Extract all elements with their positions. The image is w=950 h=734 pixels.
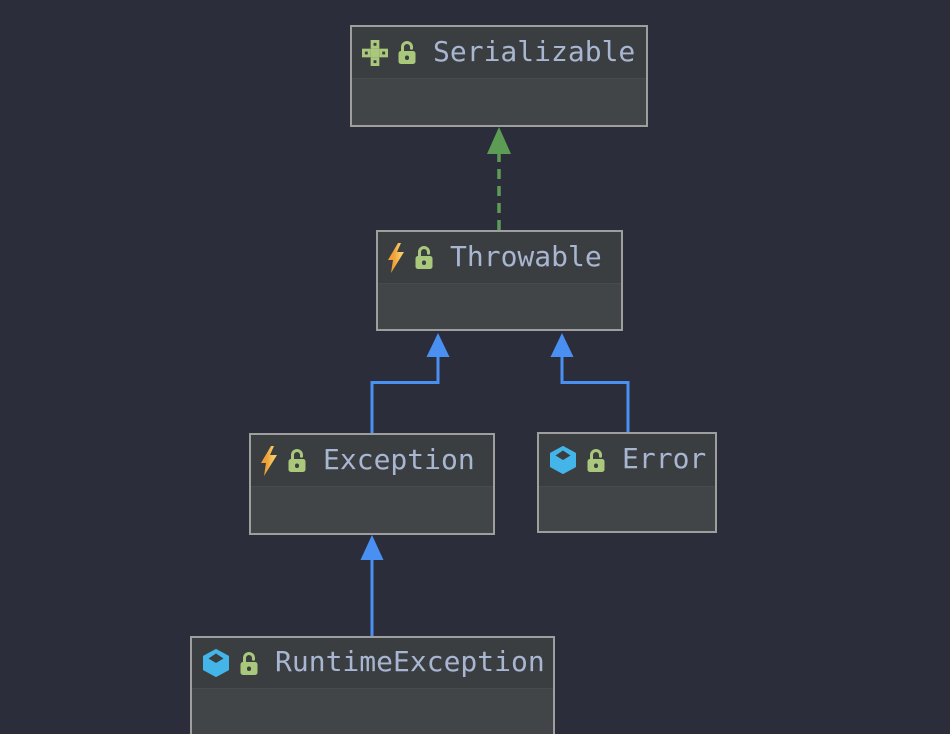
exception-class-icon bbox=[388, 242, 405, 273]
class-node-throwable[interactable]: Throwable bbox=[376, 230, 623, 331]
node-body bbox=[539, 487, 715, 531]
class-icon bbox=[549, 446, 577, 474]
lock-icon bbox=[287, 447, 307, 474]
lock-icon bbox=[414, 244, 434, 271]
edge-throwable-implements-serializable[interactable] bbox=[487, 127, 511, 230]
lock-icon bbox=[586, 447, 606, 474]
edge-runtimeexception-extends-exception[interactable] bbox=[360, 535, 384, 636]
node-body bbox=[192, 689, 553, 734]
lock-icon bbox=[397, 39, 417, 66]
node-header: Serializable bbox=[352, 27, 646, 79]
node-label: Serializable bbox=[433, 34, 636, 68]
node-body bbox=[251, 487, 493, 533]
arrowhead-extends bbox=[360, 535, 384, 560]
class-icon bbox=[202, 649, 230, 677]
node-body bbox=[378, 284, 621, 329]
arrowhead-implements bbox=[487, 127, 511, 154]
interface-icon bbox=[362, 39, 388, 66]
edge-error-extends-throwable[interactable] bbox=[550, 333, 630, 432]
class-node-exception[interactable]: Exception bbox=[249, 433, 495, 535]
arrowhead-extends bbox=[426, 333, 450, 357]
node-label: Error bbox=[622, 442, 707, 475]
class-node-runtimeexception[interactable]: RuntimeException bbox=[190, 636, 555, 734]
node-header: Throwable bbox=[378, 232, 621, 284]
node-header: Exception bbox=[251, 435, 493, 487]
node-label: Exception bbox=[323, 442, 475, 476]
node-label: Throwable bbox=[450, 239, 602, 273]
exception-class-icon bbox=[261, 445, 278, 476]
node-label: RuntimeException bbox=[275, 645, 545, 678]
class-node-serializable[interactable]: Serializable bbox=[350, 25, 648, 127]
node-body bbox=[352, 79, 646, 125]
edge-exception-extends-throwable[interactable] bbox=[370, 333, 450, 433]
lock-icon bbox=[239, 650, 259, 677]
arrowhead-extends bbox=[550, 333, 574, 357]
node-header: RuntimeException bbox=[192, 638, 553, 689]
class-node-error[interactable]: Error bbox=[537, 432, 717, 533]
node-header: Error bbox=[539, 434, 715, 487]
